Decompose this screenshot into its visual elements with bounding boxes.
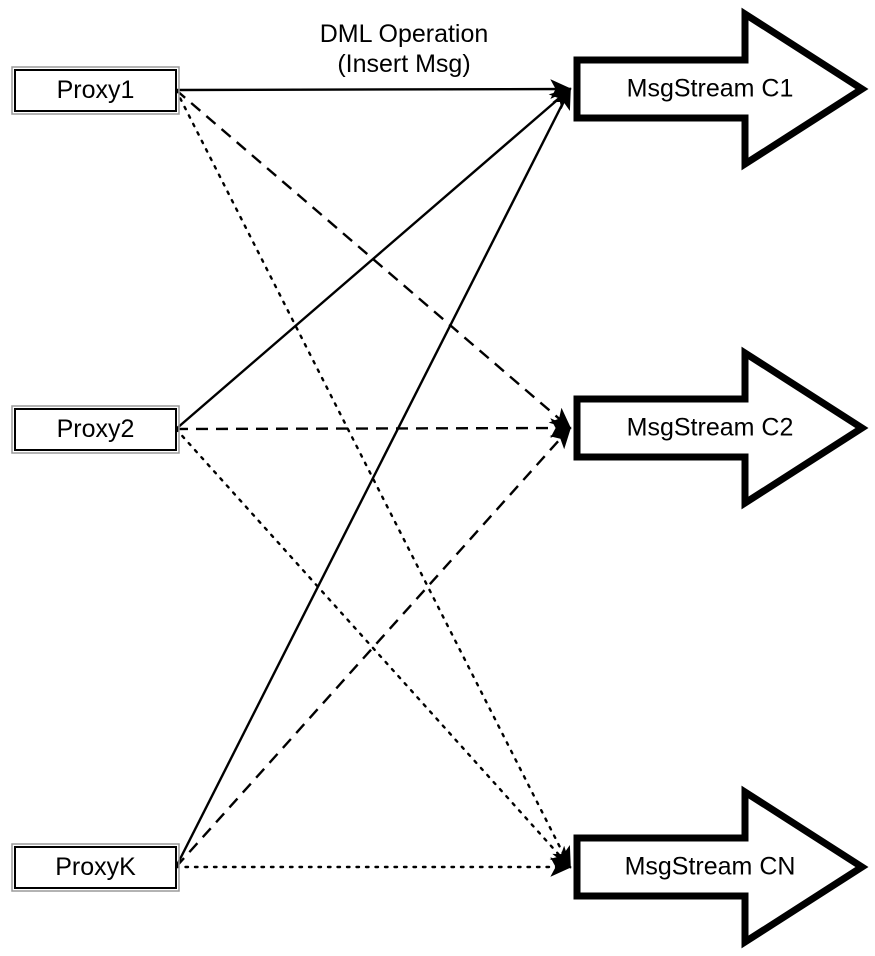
edge-proxy2-c1[interactable]	[175, 87, 572, 430]
edge-proxy1-cn[interactable]	[174, 88, 572, 869]
msgstream-cn-label: MsgStream CN	[625, 853, 796, 881]
edge-proxy1-c2[interactable]	[175, 89, 572, 430]
msgstream-c1-label: MsgStream C1	[627, 75, 794, 103]
edge-proxy2-c2[interactable]	[175, 418, 572, 438]
stream-node-msgstream-c2[interactable]: MsgStream C2	[573, 346, 869, 510]
proxyk-label: ProxyK	[55, 853, 136, 881]
dml-operation-line2: (Insert Msg)	[337, 50, 470, 78]
proxy-node-proxy2[interactable]: Proxy2	[11, 405, 180, 454]
proxy1-label: Proxy1	[57, 76, 135, 104]
msgstream-c2-arrow-shape[interactable]	[573, 346, 869, 510]
msgstream-c1-arrow-shape[interactable]	[573, 7, 869, 171]
proxy-node-proxyk[interactable]: ProxyK	[11, 843, 180, 892]
dml-operation-line1: DML Operation	[320, 20, 489, 48]
annotation-dml-operation: DML Operation (Insert Msg)	[320, 20, 489, 78]
proxyk-box[interactable]	[14, 846, 177, 889]
proxy1-box[interactable]	[14, 69, 177, 112]
proxy2-box-shadow	[11, 405, 180, 454]
proxyk-box-shadow	[11, 843, 180, 892]
stream-node-msgstream-c1[interactable]: MsgStream C1	[573, 7, 869, 171]
proxy1-box-shadow	[11, 66, 180, 115]
proxy2-box[interactable]	[14, 408, 177, 451]
edge-proxy1-c1[interactable]	[175, 79, 572, 99]
edge-proxyk-c2[interactable]	[175, 426, 572, 868]
proxy-node-proxy1[interactable]: Proxy1	[11, 66, 180, 115]
edge-proxy2-cn[interactable]	[174, 427, 572, 869]
edge-proxyk-c1[interactable]	[174, 87, 572, 868]
stream-node-msgstream-cn[interactable]: MsgStream CN	[573, 785, 869, 949]
proxy2-label: Proxy2	[57, 415, 135, 443]
edge-group	[174, 79, 572, 877]
msgstream-cn-arrow-shape[interactable]	[573, 785, 869, 949]
msgstream-c2-label: MsgStream C2	[627, 414, 794, 442]
